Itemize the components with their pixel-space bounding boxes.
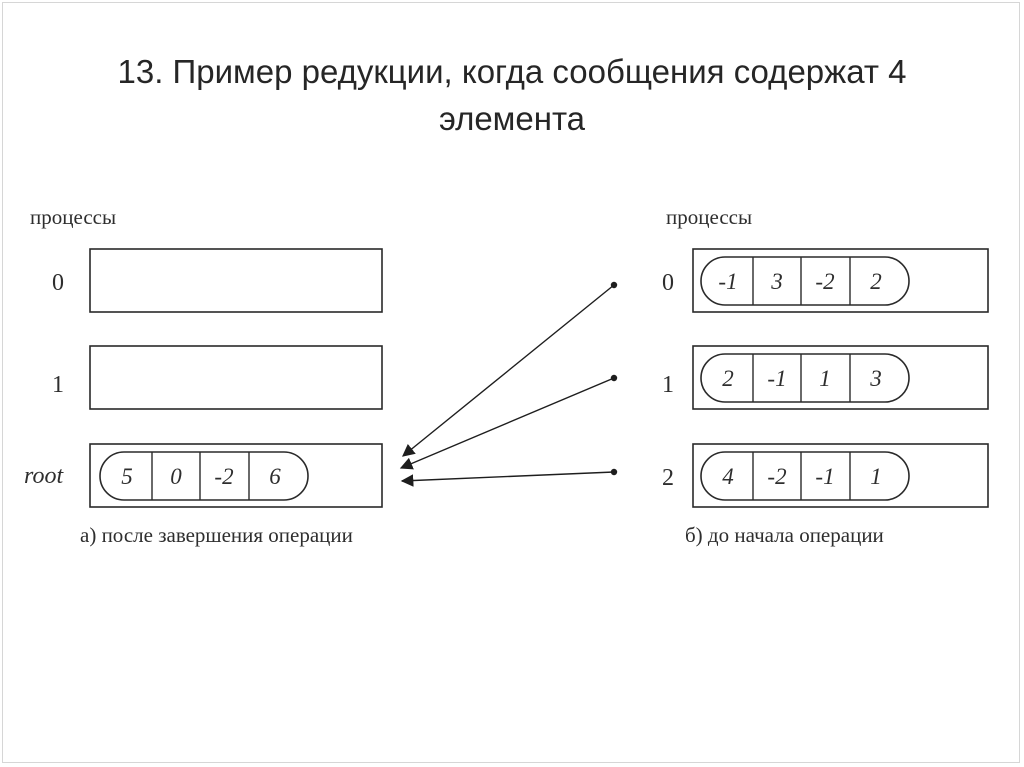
slide-title: 13. Пример редукции, когда сообщения сод… [117, 53, 907, 137]
right-row-1-label: 1 [662, 372, 674, 398]
message-cell: -1 [767, 366, 786, 391]
left-row-0-label: 0 [52, 270, 64, 296]
right-row-0-box [692, 248, 989, 313]
right-processes-header: процессы [666, 205, 752, 229]
message-cell: 1 [870, 464, 882, 489]
message-cell: 5 [121, 464, 133, 489]
right-row-0-label: 0 [662, 270, 674, 296]
message-cell: -1 [718, 269, 737, 294]
message-cell: 4 [722, 464, 734, 489]
left-row-root-box [89, 443, 383, 508]
right-row-2-label: 2 [662, 465, 674, 491]
arrow-process-1-to-root [399, 377, 615, 470]
left-row-0-box [89, 248, 383, 313]
message-capsule [99, 451, 309, 501]
message-cell: -1 [815, 464, 834, 489]
message-cell: 2 [870, 269, 882, 294]
message-cell: 1 [819, 366, 831, 391]
message-capsule [700, 256, 910, 306]
left-row-root-label: root [24, 463, 64, 489]
left-caption: а) после завершения операции [80, 523, 353, 547]
message-cell: 3 [770, 269, 783, 294]
right-row-0-message: -1 3 -2 2 [700, 256, 910, 306]
left-row-1-label: 1 [52, 372, 64, 398]
right-row-1-message: 2 -1 1 3 [700, 353, 910, 403]
arrow-process-2-to-root [400, 471, 615, 487]
right-caption: б) до начала операции [685, 523, 884, 547]
right-row-1-box [692, 345, 989, 410]
left-root-message: 5 0 -2 6 [99, 451, 309, 501]
message-cell: 3 [869, 366, 882, 391]
reduction-arrows [399, 281, 618, 487]
message-capsule [700, 451, 910, 501]
left-row-1-box [89, 345, 383, 410]
right-panel: процессы 0 -1 3 -2 2 1 2 [662, 205, 989, 547]
arrow-process-0-to-root [402, 284, 615, 457]
message-cell: -2 [815, 269, 834, 294]
left-panel: процессы 0 1 root 5 0 -2 6 а) после заве… [24, 205, 383, 547]
left-processes-header: процессы [30, 205, 116, 229]
right-row-2-message: 4 -2 -1 1 [700, 451, 910, 501]
message-cell: 6 [269, 464, 281, 489]
message-cell: -2 [214, 464, 233, 489]
message-cell: -2 [767, 464, 786, 489]
message-cell: 0 [170, 464, 182, 489]
right-row-2-box [692, 443, 989, 508]
message-cell: 2 [722, 366, 734, 391]
message-capsule [700, 353, 910, 403]
